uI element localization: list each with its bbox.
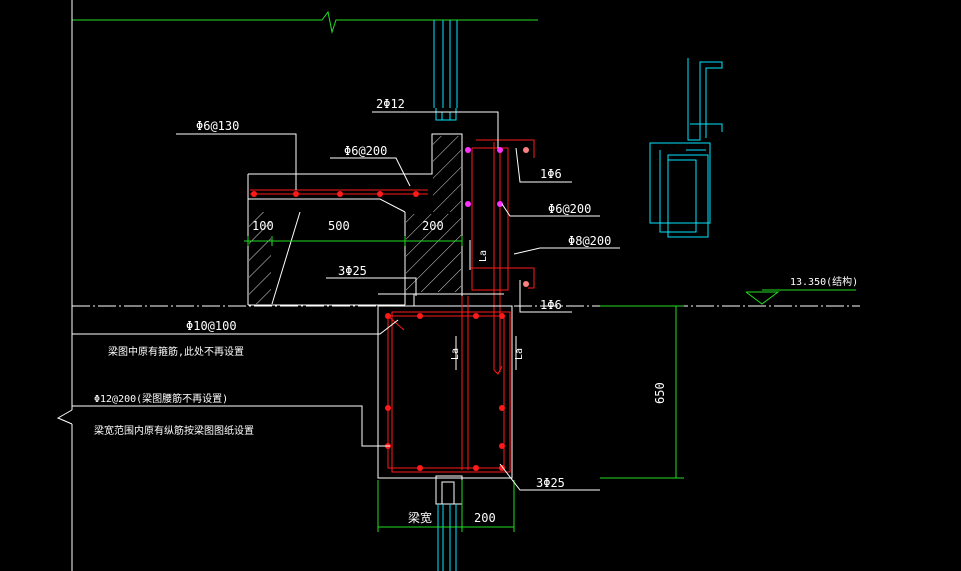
label-upstand-bottom-right: Φ8@200 xyxy=(568,234,611,248)
wall-above xyxy=(433,20,458,121)
dim-slab-left-thickness: 100 xyxy=(252,219,274,233)
upstand-rebar xyxy=(470,139,535,375)
left-border-line xyxy=(56,0,73,571)
label-upstand-stirrup: Φ6@200 xyxy=(548,202,591,216)
post-below xyxy=(435,475,463,505)
label-upstand-top-bars: 2Φ12 xyxy=(376,97,405,111)
label-la-3: La xyxy=(514,348,525,360)
slab-break-diagonal xyxy=(271,211,301,305)
beam-outline xyxy=(377,293,513,479)
hatch-upstand-top xyxy=(433,136,461,212)
label-beam-stirrup: Φ10@100 xyxy=(186,319,237,333)
label-beam-top-bars: 3Φ25 xyxy=(338,264,367,278)
window-detail xyxy=(649,58,723,238)
label-la-2: La xyxy=(450,348,461,360)
hatch-upstand xyxy=(406,214,461,292)
top-break-line xyxy=(72,10,538,34)
label-la-1: La xyxy=(478,250,489,262)
label-beam-side-bars: Φ12@200(梁图腰筋不再设置) xyxy=(94,392,228,405)
label-beam-note-1: 梁图中原有箍筋,此处不再设置 xyxy=(108,345,244,358)
dimension-lines xyxy=(244,236,684,532)
leader-lines xyxy=(72,111,620,491)
upstand-rebar-dots xyxy=(465,147,529,287)
anchor-marks xyxy=(455,240,517,370)
dim-beam-offset: 200 xyxy=(474,511,496,525)
label-slab-top-bar: Φ6@130 xyxy=(196,119,239,133)
wall-below xyxy=(437,504,457,571)
dim-upstand-width: 200 xyxy=(422,219,444,233)
dim-beam-width-label: 梁宽 xyxy=(408,510,432,525)
beam-rebar xyxy=(387,296,511,473)
hatch-slab-end xyxy=(249,212,271,304)
label-slab-dist-bar: Φ6@200 xyxy=(344,144,387,158)
elevation-label: 13.350(结构) xyxy=(790,275,858,288)
label-upstand-small-bottom: 1Φ6 xyxy=(540,298,562,312)
slab-section xyxy=(247,133,463,306)
label-beam-note-2: 梁宽范围内原有纵筋按梁图图纸设置 xyxy=(94,424,254,437)
dim-beam-depth: 650 xyxy=(653,382,667,404)
beam-rebar-dots xyxy=(385,313,505,471)
label-beam-bottom-bars: 3Φ25 xyxy=(536,476,565,490)
label-upstand-small-top: 1Φ6 xyxy=(540,167,562,181)
dim-slab-span: 500 xyxy=(328,219,350,233)
slab-rebar-dots xyxy=(251,191,419,197)
elevation-marker xyxy=(745,289,856,305)
